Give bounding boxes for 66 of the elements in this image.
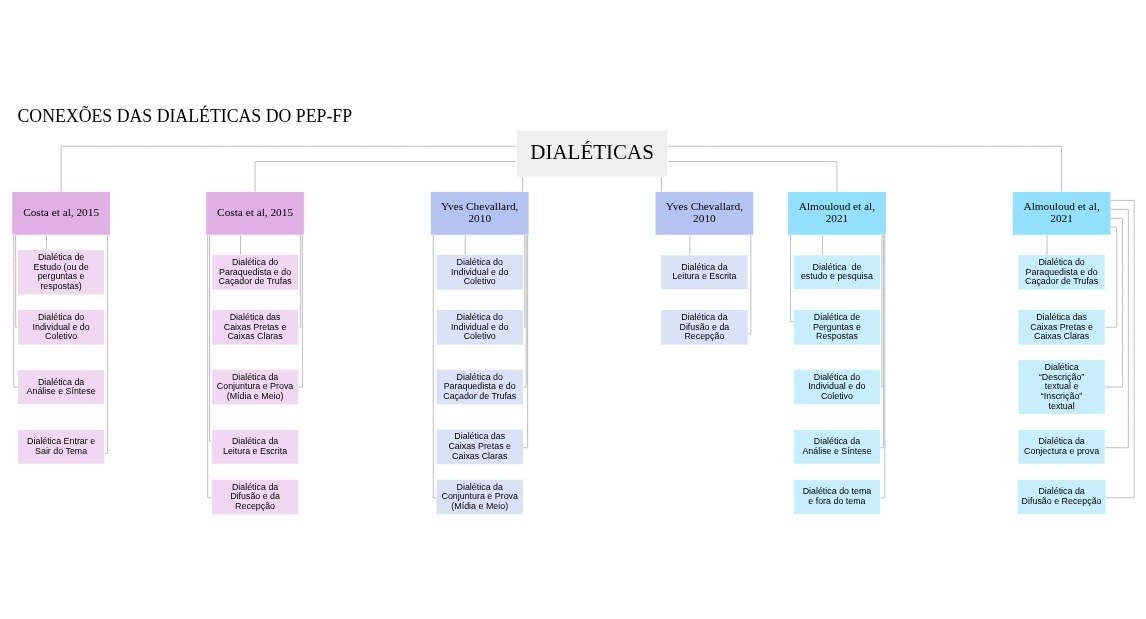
diagram-title: CONEXÕES DAS DIALÉTICAS DO PEP-FP (17, 105, 353, 126)
node-box: Dialética do Individual e do Coletivo (435, 309, 524, 346)
connector (1104, 208, 1129, 449)
node-box: Dialética das Caixas Pretas e Caixas Claras (211, 309, 300, 346)
connector (432, 234, 437, 499)
node-box: Dialética da Difusão e da Recepção (660, 309, 749, 346)
node-box: Yves Chevallard, 2010 (430, 191, 530, 236)
connector (523, 234, 527, 388)
connector (523, 234, 526, 328)
connector (1105, 200, 1135, 499)
connector (689, 234, 691, 256)
connector (667, 161, 838, 192)
node-box: Dialética da Conjuntura e Prova (Mídia e Meio) (211, 368, 300, 406)
connector (790, 234, 794, 323)
connector (523, 234, 529, 449)
node-box: Dialética do tema e fora do tema (792, 479, 881, 515)
connector (240, 234, 241, 255)
node-box: Dialética da Conjuntura e Prova (Mídia e Meio) (435, 478, 524, 516)
node-box: Dialética da Difusão e da Recepção (211, 478, 300, 516)
node-box: DIALÉTICAS (516, 129, 669, 178)
connector (1104, 226, 1118, 328)
node-box: Yves Chevallard, 2010 (654, 191, 755, 236)
node-box: Dialética “Descrição” textual e “Inscrição” textual (1017, 359, 1106, 415)
node-box: Dialética do Individual e do Coletivo (435, 254, 524, 291)
connector (660, 176, 662, 192)
connector (46, 234, 47, 250)
connector (747, 235, 752, 335)
node-box: Dialética das Caixas Pretas e Caixas Claras (435, 428, 524, 466)
node-box: Dialética de estudo e pesquisa (792, 254, 881, 291)
connector (667, 145, 1062, 192)
connector (1046, 234, 1048, 255)
connector (880, 234, 883, 388)
node-box: Costa et al, 2015 (205, 191, 305, 236)
connector (298, 234, 301, 328)
node-box: Dialética da Análise e Síntese (792, 429, 881, 465)
connector (104, 234, 108, 454)
connector (880, 234, 884, 449)
node-box: Dialética Entrar e Sair do Tema (17, 429, 106, 465)
connector (15, 234, 18, 328)
connector (13, 234, 18, 388)
node-box: Dialética da Análise e Síntese (17, 369, 106, 405)
connector (298, 234, 303, 388)
node-box: Dialética do Paraquedista e do Caçador de Trufas (1017, 254, 1106, 291)
node-box: Dialética da Leitura e Escrita (211, 429, 300, 465)
node-box: Dialética do Paraquedista e do Caçador de Trufas (211, 254, 300, 291)
node-box: Dialética de Estudo (ou de perguntas e respostas) (17, 249, 106, 296)
connector (464, 234, 466, 255)
node-box: Dialética do Individual e do Coletivo (17, 309, 106, 346)
connector (822, 234, 823, 256)
node-box: Dialética do Paraquedista e do Caçador de Trufas (435, 368, 524, 406)
connector (1105, 217, 1123, 388)
connector (209, 234, 212, 442)
connector (522, 176, 524, 192)
node-box: Dialética da Conjectura e prova (1017, 429, 1106, 465)
node-box: Dialética de Perguntas e Respostas (792, 309, 881, 346)
node-box: Almouloud et al, 2021 (787, 191, 887, 236)
connector (60, 145, 517, 192)
connector (207, 234, 212, 499)
node-box: Dialética das Caixas Pretas e Caixas Claras (1017, 309, 1106, 346)
node-box: Dialética da Difusão e Recepção (1016, 479, 1107, 515)
node-box: Dialética do Individual e do Coletivo (792, 368, 881, 406)
node-box: Almouloud et al, 2021 (1011, 191, 1112, 236)
connector (254, 161, 517, 192)
node-box: Dialética da Leitura e Escrita (660, 254, 749, 291)
connector (880, 234, 886, 499)
node-box: Costa et al, 2015 (11, 191, 111, 236)
